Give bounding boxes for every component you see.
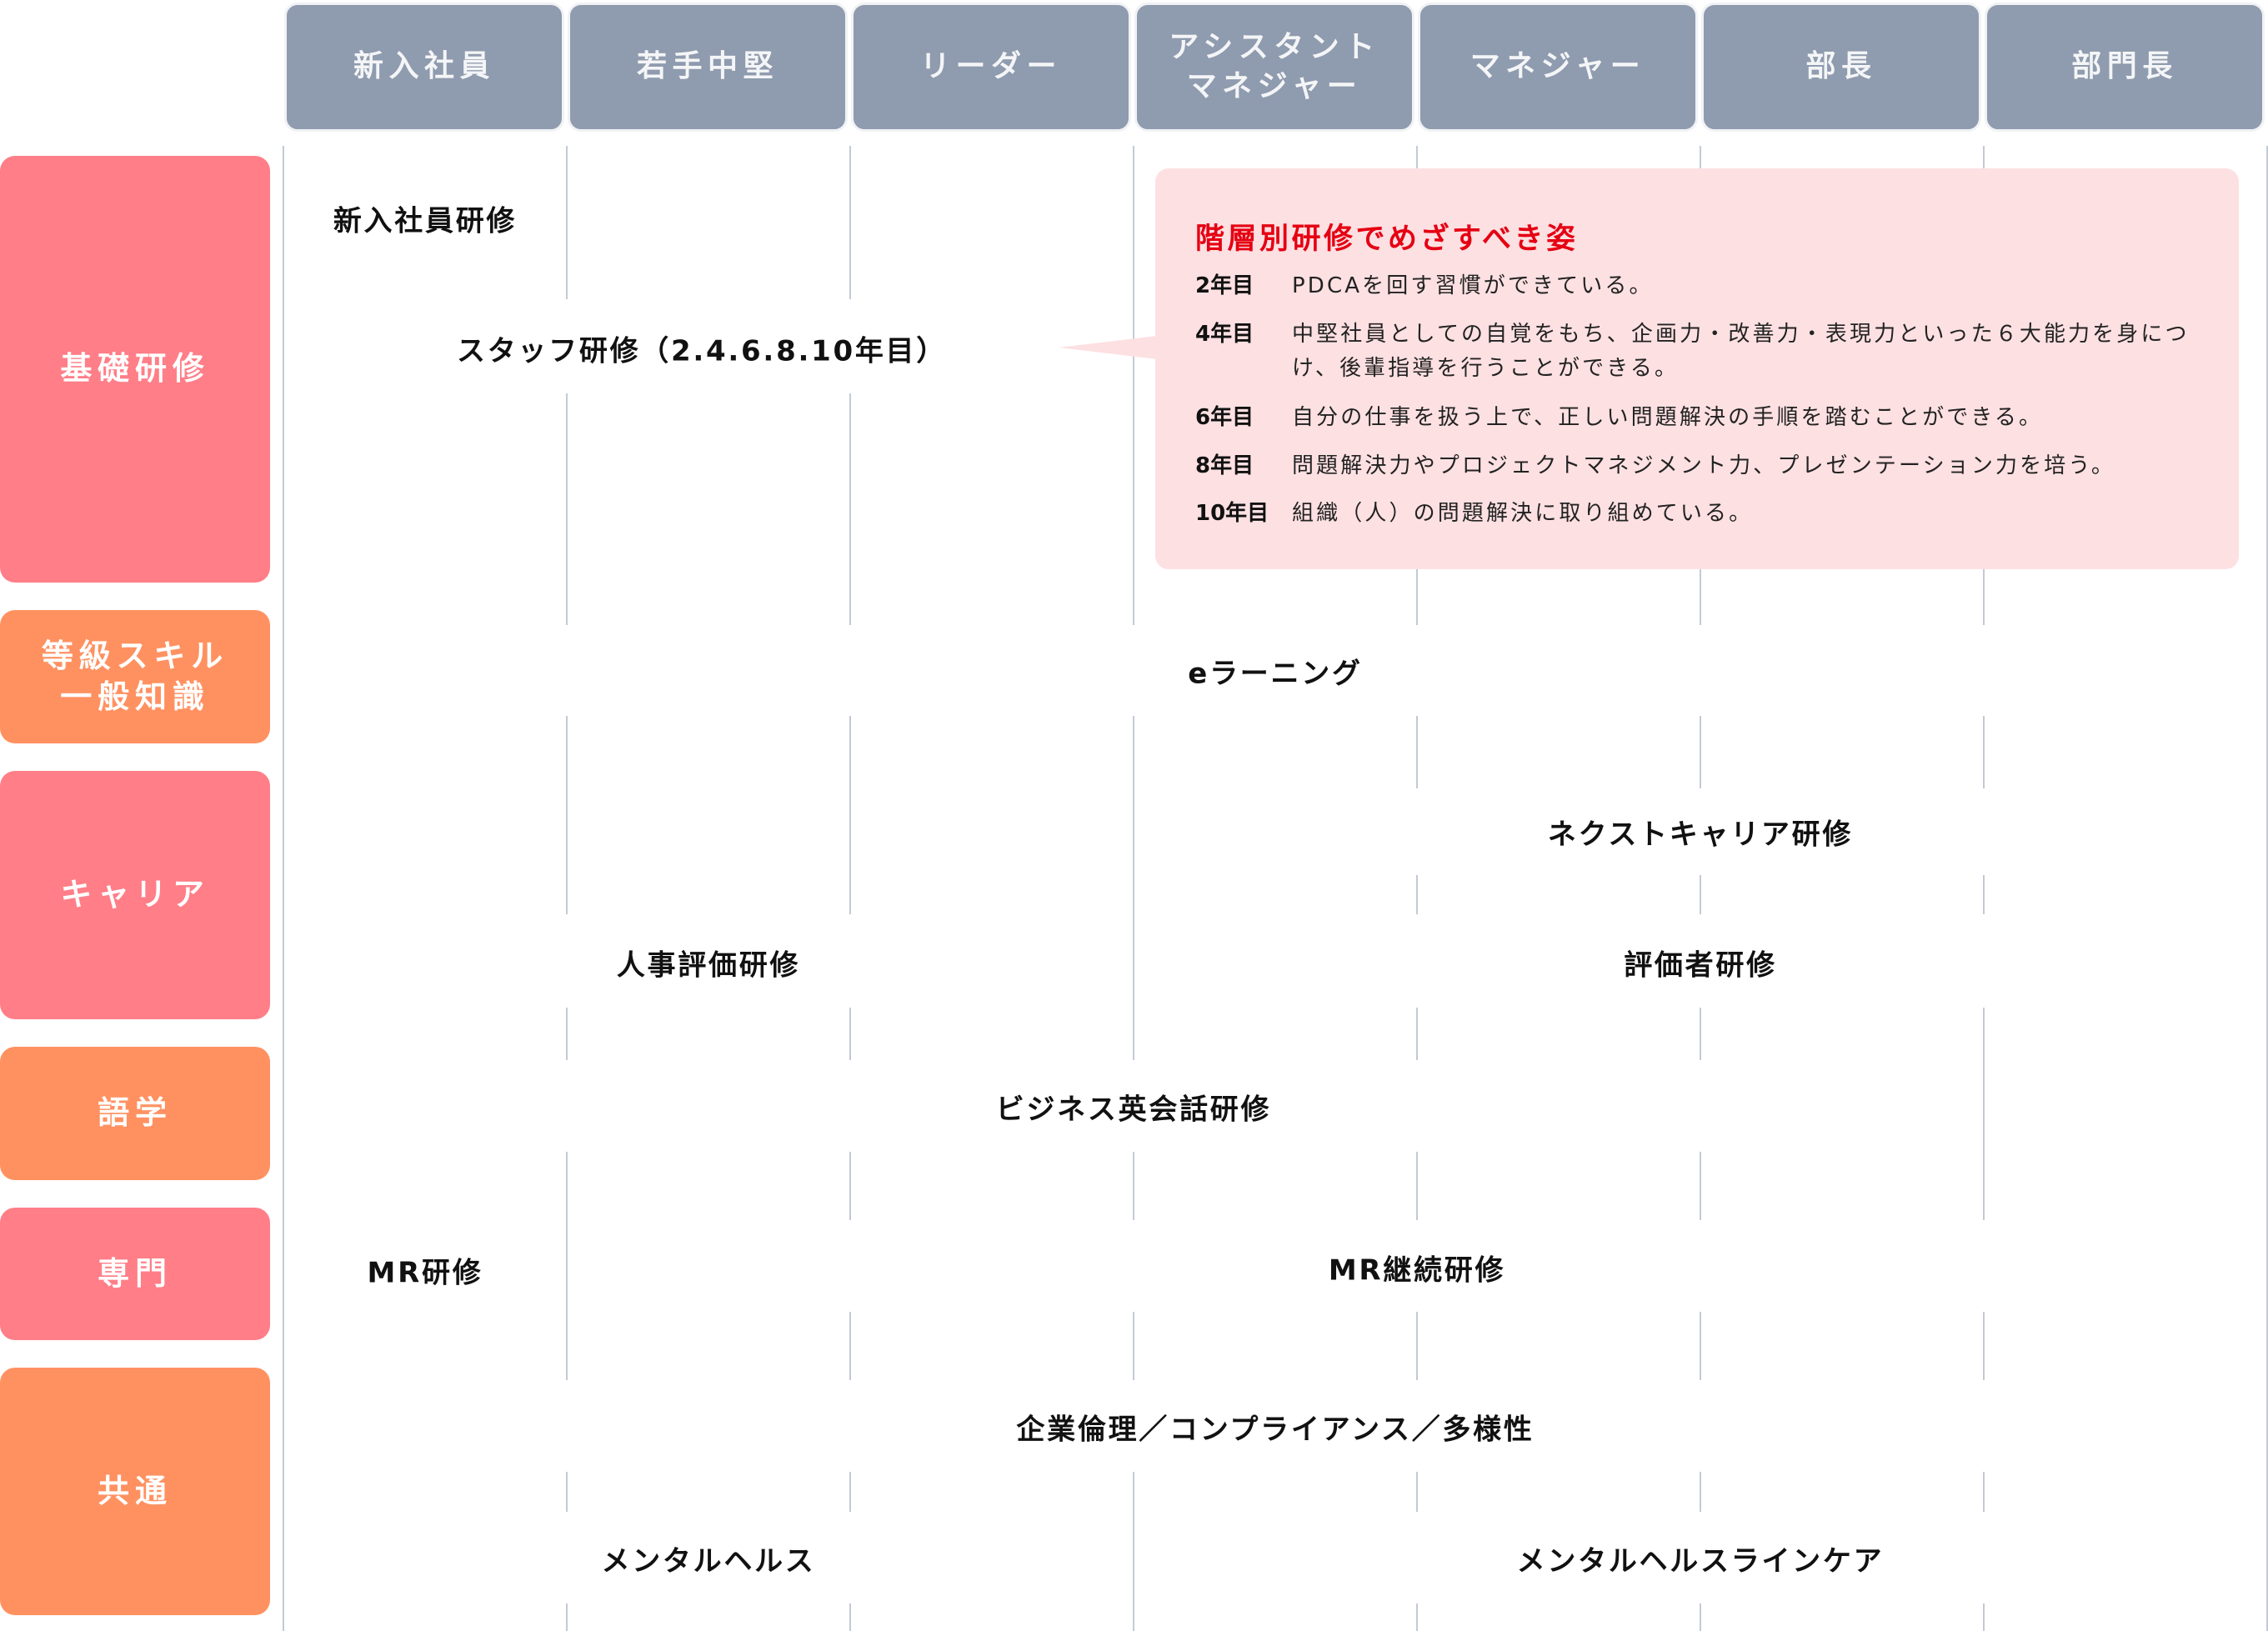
training-ethics: 企業倫理／コンプライアンス／多様性: [1016, 1413, 1535, 1447]
training-business-english: ビジネス英会話研修: [995, 1093, 1272, 1127]
category-grade-skills: 等級スキル 一般知識: [0, 610, 270, 743]
goal-year: 4年目: [1195, 322, 1254, 347]
goal-row: 8年目 問題解決力やプロジェクトマネジメント力、プレゼンテーション力を培う。: [1195, 449, 2217, 483]
header-general-manager: 部長: [1701, 3, 1981, 132]
training-evaluator: 評価者研修: [1624, 948, 1777, 983]
training-mental-health-linecare: メンタルヘルスラインケア: [1516, 1544, 1885, 1578]
goal-year: 10年目: [1195, 501, 1269, 526]
grid-line: [1133, 146, 1134, 1631]
grid-line: [2266, 146, 2268, 1631]
header-manager: マネジャー: [1418, 3, 1698, 132]
header-division-head: 部門長: [1985, 3, 2265, 132]
band-mental-health: [285, 1512, 1132, 1603]
goal-row: 2年目 PDCAを回す習慣ができている。: [1195, 269, 2217, 303]
callout-pointer: [1059, 336, 1157, 359]
band-staff: [285, 299, 1132, 393]
goals-callout: 階層別研修でめざすべき姿 2年目 PDCAを回す習慣ができている。 4年目 中堅…: [1155, 168, 2239, 569]
band-next-career: [1135, 788, 2265, 875]
goal-text: PDCAを回す習慣ができている。: [1292, 273, 1654, 298]
training-new-hire: 新入社員研修: [333, 204, 518, 238]
band-business-english: [285, 1060, 1982, 1152]
goal-year: 6年目: [1195, 405, 1254, 430]
grid-line: [1416, 146, 1418, 1631]
training-elearning: eラーニング: [1188, 657, 1363, 691]
grid-line: [849, 146, 851, 1631]
header-leader: リーダー: [851, 3, 1131, 132]
category-specialized: 専門: [0, 1208, 270, 1340]
training-hr-evaluation: 人事評価研修: [616, 948, 801, 983]
training-mental-health: メンタルヘルス: [601, 1544, 816, 1578]
band-mr-continuing: [568, 1220, 2265, 1312]
goal-year: 8年目: [1195, 453, 1254, 478]
header-new-employee: 新入社員: [284, 3, 564, 132]
band-ethics: [285, 1380, 2265, 1472]
category-common: 共通: [0, 1368, 270, 1615]
goal-row: 10年目 組織（人）の問題解決に取り組めている。: [1195, 497, 2217, 531]
band-hr-evaluation: [285, 914, 1132, 1008]
goal-text: 自分の仕事を扱う上で、正しい問題解決の手順を踏むことができる。: [1292, 405, 2044, 430]
grid-line: [1700, 146, 1701, 1631]
training-mr-continuing: MR継続研修: [1328, 1253, 1506, 1288]
training-staff: スタッフ研修（2.4.6.8.10年目）: [456, 334, 948, 368]
category-basic-training: 基礎研修: [0, 156, 270, 583]
category-language: 語学: [0, 1047, 270, 1180]
goal-text: 組織（人）の問題解決に取り組めている。: [1292, 501, 1754, 526]
goal-text: 問題解決力やプロジェクトマネジメント力、プレゼンテーション力を培う。: [1292, 453, 2116, 478]
header-assistant-manager: アシスタント マネジャー: [1134, 3, 1414, 132]
goal-year: 2年目: [1195, 273, 1254, 298]
training-next-career: ネクストキャリア研修: [1547, 818, 1854, 852]
goal-text: 中堅社員としての自覚をもち、企画力・改善力・表現力といった６大能力を身につけ、後…: [1292, 322, 2190, 381]
band-evaluator: [1135, 914, 2265, 1008]
grid-line: [566, 146, 568, 1631]
band-elearning: [285, 625, 2265, 716]
goal-row: 4年目 中堅社員としての自覚をもち、企画力・改善力・表現力といった６大能力を身に…: [1195, 318, 2217, 386]
header-young-mid: 若手中堅: [568, 3, 848, 132]
grid-line: [1983, 146, 1985, 1631]
grid-line: [283, 146, 284, 1631]
band-mental-health-linecare: [1135, 1512, 2265, 1603]
callout-title: 階層別研修でめざすべき姿: [1195, 223, 1579, 256]
training-mr: MR研修: [367, 1256, 483, 1290]
category-career: キャリア: [0, 771, 270, 1019]
goal-row: 6年目 自分の仕事を扱う上で、正しい問題解決の手順を踏むことができる。: [1195, 401, 2217, 435]
